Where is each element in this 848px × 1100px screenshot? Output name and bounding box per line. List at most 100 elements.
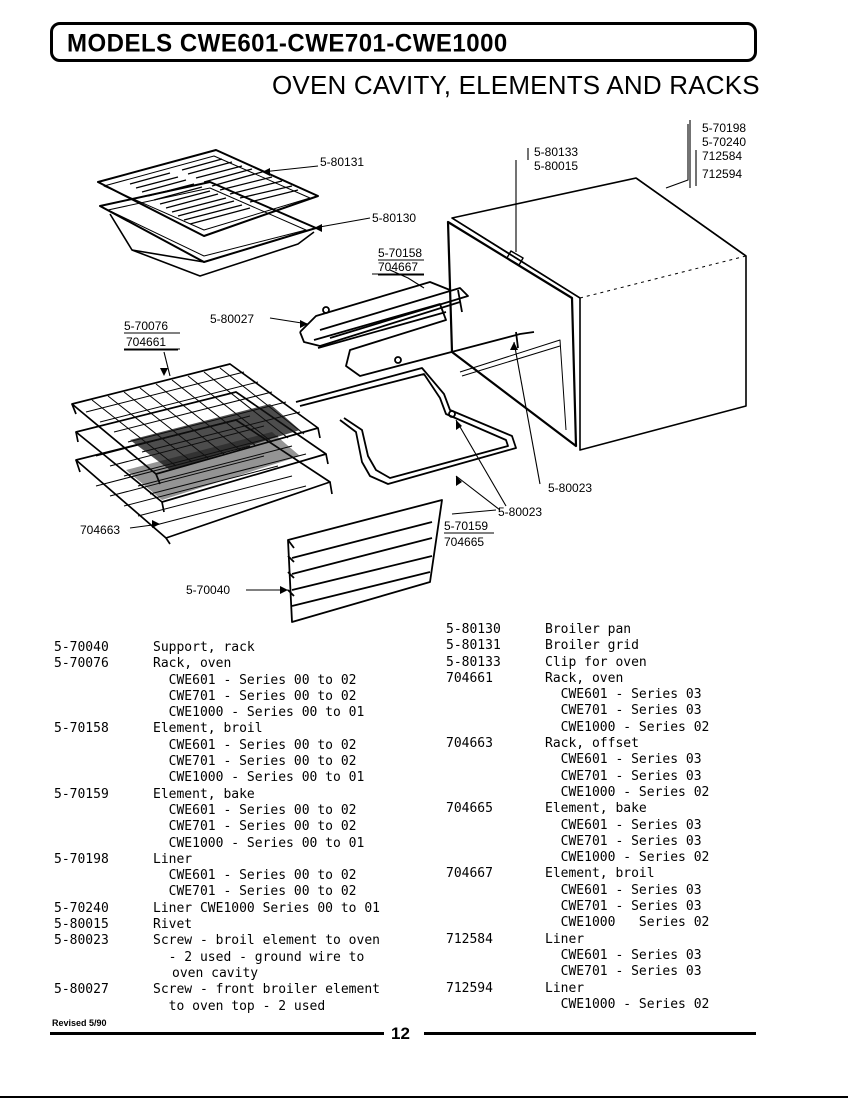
- callout-5-80130: 5-80130: [372, 211, 416, 225]
- parts-row: CWE601 - Series 03: [446, 948, 776, 964]
- part-description: CWE1000 - Series 02: [545, 996, 710, 1012]
- part-description: CWE1000 - Series 00 to 01: [153, 835, 365, 851]
- part-number: 5-80130: [446, 622, 501, 637]
- callout-5-80027: 5-80027: [210, 312, 254, 326]
- part-description: CWE1000 - Series 00 to 01: [153, 705, 365, 721]
- part-description: CWE701 - Series 03: [545, 703, 702, 719]
- part-description: Support, rack: [153, 640, 255, 655]
- part-description: CWE601 - Series 00 to 02: [153, 802, 357, 818]
- callout-712584: 712584: [702, 149, 742, 163]
- parts-row: CWE601 - Series 00 to 02: [54, 868, 434, 884]
- part-description: CWE601 - Series 03: [545, 947, 702, 963]
- parts-row: CWE701 - Series 03: [446, 703, 776, 719]
- part-description: Liner: [153, 851, 193, 867]
- callout-704665: 704665: [444, 535, 484, 549]
- oven-racks-drawing: [71, 363, 333, 545]
- part-number: 5-70040: [54, 640, 109, 655]
- callout-704661: 704661: [126, 335, 166, 349]
- part-description: Screw - broil element to oven: [153, 933, 380, 949]
- section-title: OVEN CAVITY, ELEMENTS AND RACKS: [272, 70, 760, 100]
- part-description: CWE701 - Series 00 to 02: [153, 754, 357, 770]
- parts-row: 5-80015 Rivet: [54, 917, 434, 933]
- part-number: 5-80023: [54, 933, 109, 949]
- parts-row: CWE1000 - Series 02: [446, 720, 776, 736]
- callout-5-80133: 5-80133: [534, 145, 578, 159]
- part-description: CWE601 - Series 03: [545, 817, 702, 833]
- callout-5-70159: 5-70159: [444, 519, 488, 533]
- part-description: CWE1000 Series 02: [545, 915, 710, 931]
- part-number: 704663: [446, 736, 493, 752]
- callout-5-70198: 5-70198: [702, 121, 746, 135]
- models-header-box: MODELS CWE601-CWE701-CWE1000: [50, 22, 757, 62]
- part-description: CWE601 - Series 00 to 02: [153, 868, 357, 884]
- part-description: Clip for oven: [545, 654, 647, 670]
- part-description: CWE701 - Series 03: [545, 964, 702, 980]
- part-number: 5-80133: [446, 654, 501, 670]
- callout-704663: 704663: [80, 523, 120, 537]
- part-number: 704661: [446, 670, 493, 686]
- part-description: CWE701 - Series 03: [545, 899, 702, 915]
- page-bottom-edge: [0, 1096, 848, 1098]
- part-description: Broiler pan: [545, 622, 632, 637]
- parts-row: CWE701 - Series 00 to 02: [54, 689, 434, 705]
- part-number: 5-80015: [54, 917, 109, 933]
- callout-712594: 712594: [702, 167, 742, 181]
- callout-5-80023-right: 5-80023: [548, 481, 592, 495]
- parts-row: CWE701 - Series 03: [446, 964, 776, 980]
- part-number: 712584: [446, 931, 493, 947]
- page-number: 12: [391, 1024, 410, 1043]
- callout-704667: 704667: [378, 260, 418, 274]
- part-number: 5-70159: [54, 786, 109, 802]
- part-description: CWE701 - Series 00 to 02: [153, 884, 357, 900]
- parts-row: CWE1000 - Series 00 to 01: [54, 836, 434, 852]
- part-description: Liner CWE1000 Series 00 to 01: [153, 900, 380, 916]
- part-description: CWE1000 - Series 02: [545, 784, 710, 800]
- part-description: CWE601 - Series 03: [545, 752, 702, 768]
- part-number: 5-80027: [54, 982, 109, 998]
- part-description: CWE601 - Series 03: [545, 882, 702, 898]
- part-description: Rack, offset: [545, 736, 639, 752]
- part-number: 5-70158: [54, 721, 109, 737]
- parts-row: CWE601 - Series 00 to 02: [54, 673, 434, 689]
- part-description: Rack, oven: [153, 656, 232, 672]
- parts-row: 5-80133 Clip for oven: [446, 655, 776, 671]
- models-title: MODELS CWE601-CWE701-CWE1000: [67, 29, 508, 58]
- callout-5-70076: 5-70076: [124, 319, 168, 333]
- part-description: CWE1000 - Series 00 to 01: [153, 770, 365, 786]
- parts-row: CWE701 - Series 03: [446, 769, 776, 785]
- parts-row: CWE601 - Series 00 to 02: [54, 738, 434, 754]
- parts-row: CWE601 - Series 03: [446, 883, 776, 899]
- part-description: - 2 used - ground wire to: [153, 949, 365, 965]
- callout-5-70158: 5-70158: [378, 246, 422, 260]
- part-description: CWE701 - Series 00 to 02: [153, 688, 357, 704]
- parts-row: CWE1000 Series 02: [446, 915, 776, 931]
- part-description: oven cavity: [172, 965, 259, 981]
- part-number: 5-80131: [446, 638, 501, 654]
- part-description: Element, broil: [545, 866, 655, 882]
- part-description: Rivet: [153, 917, 193, 933]
- parts-row: 5-70040 Support, rack: [54, 640, 434, 656]
- parts-row: 704663 Rack, offset: [446, 736, 776, 752]
- parts-row: CWE601 - Series 03: [446, 818, 776, 834]
- parts-row: CWE1000 - Series 02: [446, 785, 776, 801]
- part-description: Element, bake: [545, 801, 647, 817]
- parts-row: CWE601 - Series 03: [446, 687, 776, 703]
- part-description: to oven top - 2 used: [153, 998, 326, 1014]
- part-description: CWE601 - Series 03: [545, 687, 702, 703]
- part-description: Screw - front broiler element: [153, 982, 380, 998]
- part-description: CWE1000 - Series 02: [545, 850, 710, 866]
- callout-5-70040: 5-70040: [186, 583, 230, 597]
- part-description: CWE1000 - Series 02: [545, 719, 710, 735]
- exploded-parts-diagram: 5-80131 5-80130 5-80133 5-80015 5-70198 …: [71, 120, 747, 623]
